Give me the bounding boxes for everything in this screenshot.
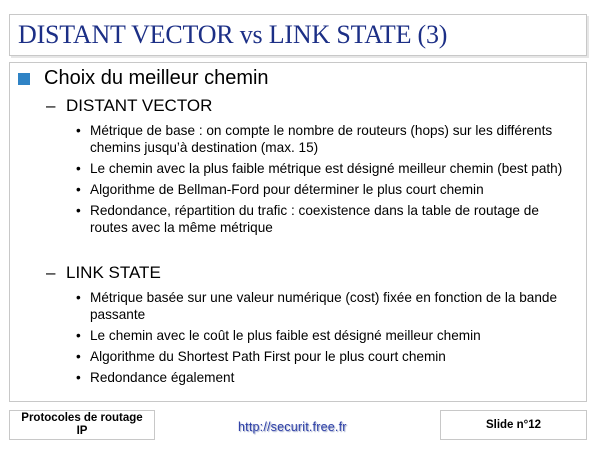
- footer-left-line1: Protocoles de routage: [21, 412, 143, 424]
- list-item: • Redondance, répartition du trafic : coe…: [74, 202, 574, 236]
- distant-vector-list: • Métrique de base : on compte le nombre …: [74, 122, 574, 240]
- section-label: DISTANT VECTOR: [66, 96, 213, 115]
- bullet-text: Algorithme du Shortest Path First pour l…: [90, 349, 446, 364]
- list-item: • Algorithme du Shortest Path First pour …: [74, 348, 574, 365]
- footer-left-line2: IP: [76, 425, 88, 437]
- title-box: DISTANT VECTOR vs LINK STATE (3): [9, 14, 587, 56]
- square-bullet-icon: [18, 72, 30, 85]
- dot-bullet-icon: •: [76, 123, 81, 138]
- link-state-list: • Métrique basée sur une valeur numérique…: [74, 289, 574, 390]
- main-heading-row: Choix du meilleur chemin: [18, 67, 269, 90]
- main-heading: Choix du meilleur chemin: [44, 67, 269, 89]
- dot-bullet-icon: •: [76, 349, 81, 364]
- footer-course-title: Protocoles de routage IP: [9, 410, 155, 440]
- slide-title: DISTANT VECTOR vs LINK STATE (3): [18, 20, 448, 49]
- dash-bullet-icon: –: [46, 263, 56, 282]
- bullet-text: Algorithme de Bellman-Ford pour détermin…: [90, 182, 484, 197]
- dot-bullet-icon: •: [76, 203, 81, 218]
- section-link-state: –LINK STATE: [46, 263, 161, 283]
- bullet-text: Métrique de base : on compte le nombre d…: [90, 123, 553, 155]
- footer-url-link[interactable]: http://securit.free.fr: [238, 420, 347, 434]
- section-distant-vector: –DISTANT VECTOR: [46, 96, 212, 116]
- list-item: • Le chemin avec le coût le plus faible e…: [74, 327, 574, 344]
- bullet-text: Redondance également: [90, 370, 235, 385]
- section-label: LINK STATE: [66, 263, 161, 282]
- dot-bullet-icon: •: [76, 370, 81, 385]
- bullet-text: Le chemin avec la plus faible métrique e…: [90, 161, 563, 176]
- dot-bullet-icon: •: [76, 161, 81, 176]
- list-item: • Métrique basée sur une valeur numérique…: [74, 289, 574, 323]
- list-item: • Métrique de base : on compte le nombre …: [74, 122, 574, 156]
- list-item: • Le chemin avec la plus faible métrique …: [74, 160, 574, 177]
- dash-bullet-icon: –: [46, 96, 56, 115]
- dot-bullet-icon: •: [76, 328, 81, 343]
- bullet-text: Métrique basée sur une valeur numérique …: [90, 290, 557, 322]
- dot-bullet-icon: •: [76, 290, 81, 305]
- bullet-text: Le chemin avec le coût le plus faible es…: [90, 328, 481, 343]
- bullet-text: Redondance, répartition du trafic : coex…: [90, 203, 539, 235]
- list-item: • Redondance également: [74, 369, 574, 386]
- content-box: Choix du meilleur chemin –DISTANT VECTOR…: [9, 62, 587, 402]
- list-item: • Algorithme de Bellman-Ford pour détermi…: [74, 181, 574, 198]
- footer-slide-number: Slide n°12: [440, 410, 587, 440]
- dot-bullet-icon: •: [76, 182, 81, 197]
